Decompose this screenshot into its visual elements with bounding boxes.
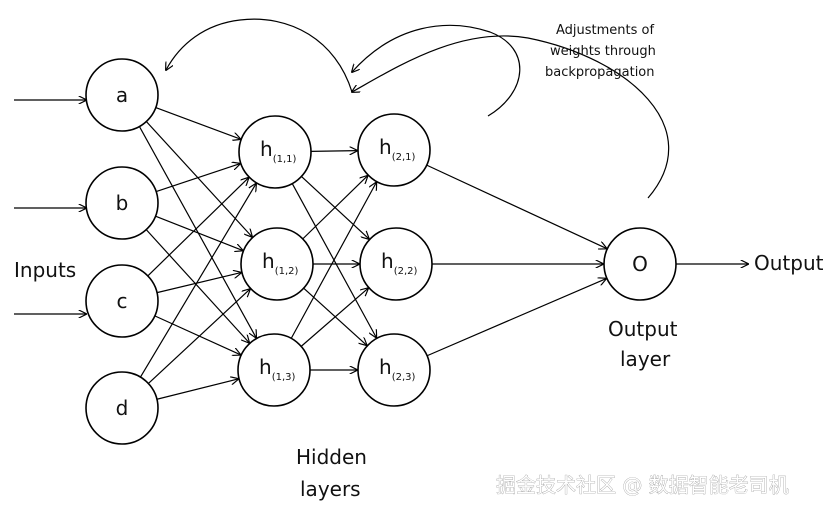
node-h13: h(1,3) xyxy=(237,333,311,407)
node-circle xyxy=(240,227,314,301)
node-label: d xyxy=(116,396,129,420)
output-layer-label-line2: layer xyxy=(620,347,671,371)
edge-c-h13 xyxy=(154,315,241,355)
edge-h13-h22 xyxy=(300,288,368,347)
node-circle xyxy=(85,264,159,338)
node-a: a xyxy=(85,58,159,132)
node-circle xyxy=(237,333,311,407)
edge-d-h11 xyxy=(139,184,256,378)
node-label: a xyxy=(116,83,128,107)
edge-a-h13 xyxy=(138,126,256,338)
output-layer-label-line1: Output xyxy=(608,317,678,341)
node-circle xyxy=(603,227,677,301)
edge-h12-h21 xyxy=(302,176,368,240)
node-label: b xyxy=(116,191,129,215)
edge-h23-o xyxy=(426,279,606,357)
node-subscript: (1,1) xyxy=(273,154,297,165)
edge-h21-o xyxy=(426,164,607,248)
node-c: c xyxy=(85,264,159,338)
node-circle xyxy=(85,58,159,132)
backprop-label-line3: backpropagation xyxy=(545,65,655,80)
backprop-arrow-right xyxy=(352,35,670,199)
node-subscript: (1,2) xyxy=(275,266,299,277)
node-h11: h(1,1) xyxy=(238,115,312,189)
node-circle xyxy=(85,166,159,240)
output-label: Output xyxy=(754,251,824,275)
node-label: O xyxy=(632,252,648,276)
inputs-label: Inputs xyxy=(14,258,76,282)
backprop-label-line1: Adjustments of xyxy=(556,23,654,38)
edge-b-h11 xyxy=(155,164,240,193)
node-label: c xyxy=(117,289,128,313)
hidden-layers-label-line2: layers xyxy=(300,477,361,501)
edge-d-h12 xyxy=(147,289,250,384)
edge-b-h12 xyxy=(155,215,242,250)
node-subscript: (2,3) xyxy=(392,372,416,383)
node-subscript: (2,1) xyxy=(392,152,416,163)
edge-a-h11 xyxy=(155,107,241,140)
edge-c-h12 xyxy=(156,273,241,294)
node-circle xyxy=(357,113,431,187)
node-circle xyxy=(359,227,433,301)
edge-h11-h21 xyxy=(310,151,357,152)
node-d: d xyxy=(85,371,159,445)
node-circle xyxy=(357,333,431,407)
watermark: 掘金技术社区 @ 数据智能老司机 xyxy=(496,473,789,497)
node-h21: h(2,1) xyxy=(357,113,431,187)
backprop-arrow-left xyxy=(352,24,521,117)
node-subscript: (1,3) xyxy=(272,372,296,383)
connection-lines xyxy=(138,107,607,400)
node-h12: h(1,2) xyxy=(240,227,314,301)
edge-a-h12 xyxy=(145,121,252,237)
edge-b-h13 xyxy=(145,229,249,343)
edge-h13-h21 xyxy=(290,182,376,339)
nodes: a b c d h(1,1) h(1,2) h(1,3) h(2,1) h(2,2) h(2,3)… xyxy=(85,58,677,445)
node-h22: h(2,2) xyxy=(359,227,433,301)
node-subscript: (2,2) xyxy=(394,266,418,277)
node-b: b xyxy=(85,166,159,240)
node-o: O xyxy=(603,227,677,301)
node-circle xyxy=(238,115,312,189)
node-h23: h(2,3) xyxy=(357,333,431,407)
backprop-label-line2: weights through xyxy=(550,44,656,59)
hidden-layers-label-line1: Hidden xyxy=(296,445,367,469)
edge-d-h13 xyxy=(156,379,238,400)
backprop-arrow-top xyxy=(166,18,353,93)
node-circle xyxy=(85,371,159,445)
edge-c-h11 xyxy=(147,178,249,277)
